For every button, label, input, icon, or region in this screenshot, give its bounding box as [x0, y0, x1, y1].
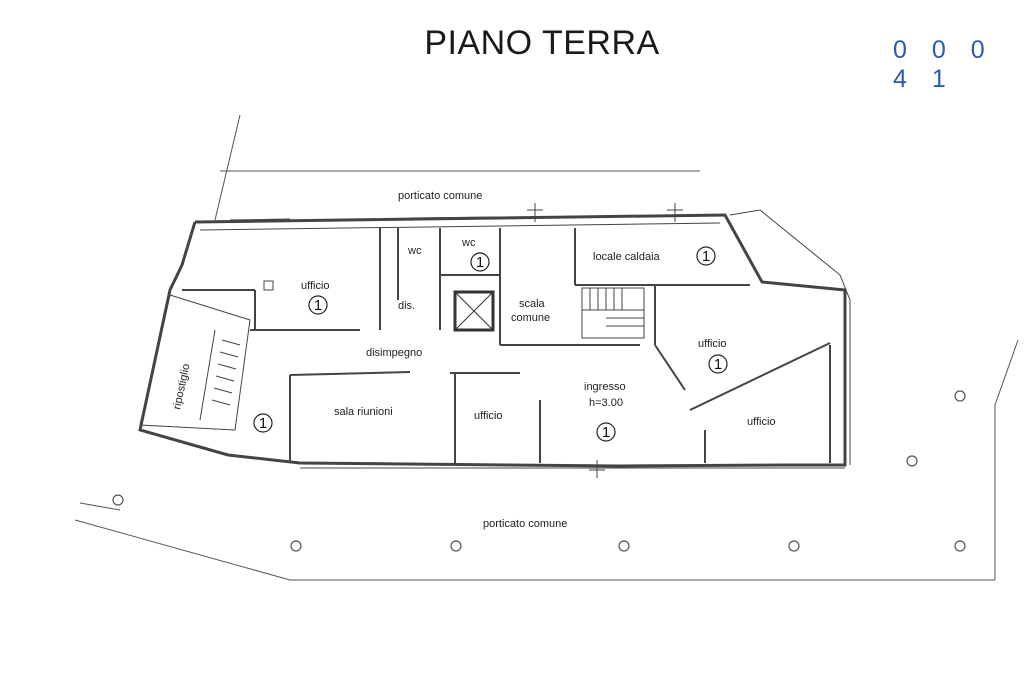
column-marker — [263, 280, 274, 291]
label-wc-2: wc — [461, 237, 476, 249]
label-comune: comune — [511, 312, 550, 324]
label-scala: scala — [519, 298, 546, 310]
unit-marker-locale-caldaia: 1 — [696, 246, 716, 266]
top-windows — [229, 214, 721, 221]
unit-marker-ufficio-nw: 1 — [308, 295, 328, 315]
entrance-markers — [527, 203, 683, 478]
plan-title: PIANO TERRA — [424, 24, 660, 62]
svg-text:1: 1 — [259, 415, 267, 432]
page-stamp-number: 0 0 0 4 1 — [893, 36, 994, 93]
svg-text:1: 1 — [602, 424, 610, 441]
unit-marker-ufficio-ne: 1 — [708, 354, 728, 374]
west-stair — [139, 294, 251, 431]
label-porticato-top: porticato comune — [398, 190, 482, 202]
label-disimpegno: disimpegno — [366, 347, 422, 359]
svg-text:1: 1 — [714, 356, 722, 373]
label-porticato-bottom: porticato comune — [483, 518, 567, 530]
unit-marker-wc: 1 — [470, 252, 490, 272]
label-ufficio-nw: ufficio — [301, 280, 330, 292]
label-locale-caldaia: locale caldaia — [593, 251, 661, 263]
outer-wall-inner-line — [199, 209, 851, 469]
label-sala-riunioni: sala riunioni — [334, 406, 393, 418]
label-wc-1: wc — [407, 245, 422, 257]
outer-walls — [138, 213, 847, 468]
label-ripostiglio: ripostiglio — [171, 363, 192, 411]
label-ufficio-mid: ufficio — [474, 410, 503, 422]
site-lines — [74, 114, 1019, 581]
unit-marker-west: 1 — [253, 413, 273, 433]
common-stair — [581, 287, 645, 339]
label-ufficio-e: ufficio — [747, 416, 776, 428]
label-ufficio-ne: ufficio — [698, 338, 727, 350]
unit-marker-ingresso: 1 — [596, 422, 616, 442]
elevator-shaft — [453, 290, 495, 332]
svg-text:1: 1 — [314, 297, 322, 314]
svg-text:1: 1 — [476, 254, 484, 271]
label-height: h=3.00 — [589, 397, 623, 409]
label-dis: dis. — [398, 300, 415, 312]
svg-text:1: 1 — [702, 248, 710, 265]
portico-columns — [112, 390, 966, 552]
label-ingresso: ingresso — [584, 381, 626, 393]
interior-walls — [182, 228, 831, 463]
